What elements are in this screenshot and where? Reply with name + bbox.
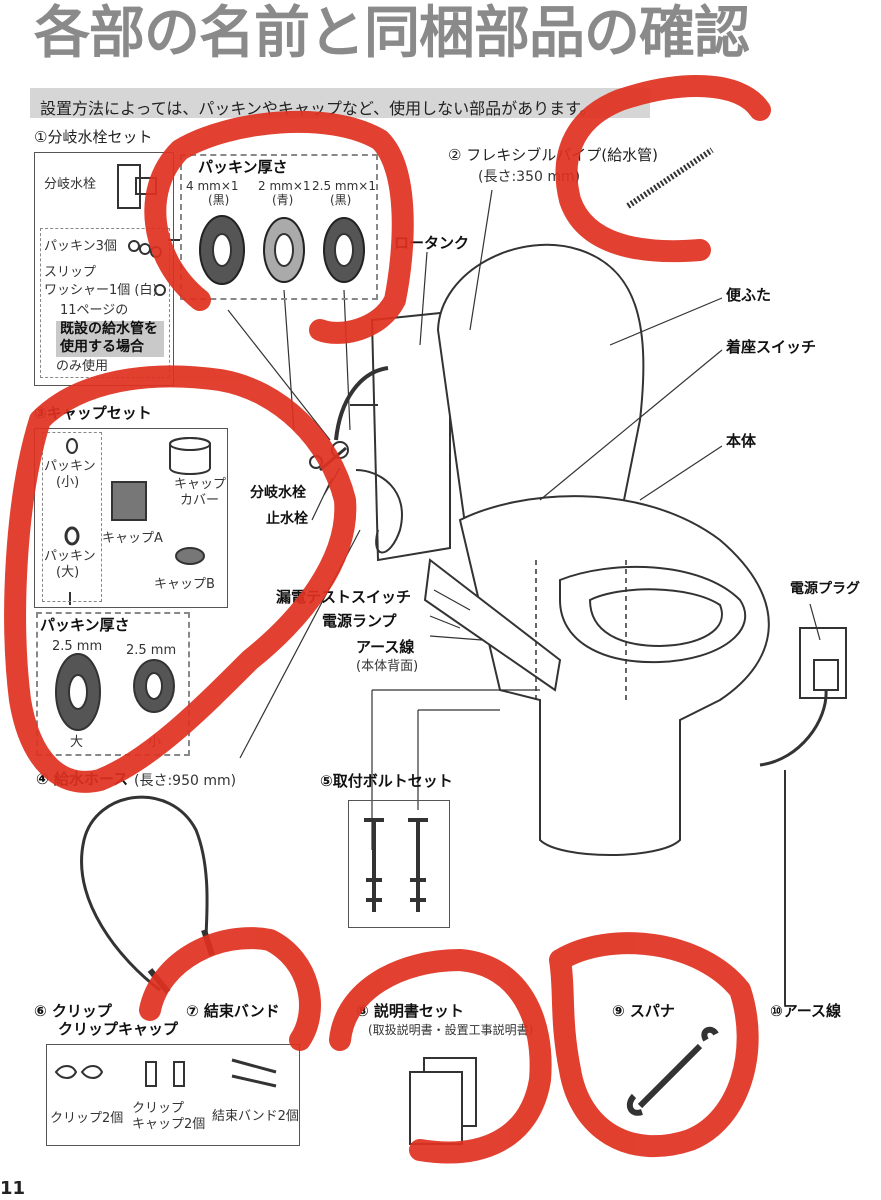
note-highlight bbox=[56, 321, 164, 357]
section6-box bbox=[46, 1044, 300, 1146]
section1-heading: ①分岐水栓セット bbox=[34, 128, 153, 146]
callout-stop-valve: 止水栓 bbox=[266, 511, 308, 527]
section6-heading-2: クリップキャップ bbox=[58, 1020, 179, 1038]
low-tank-drawing bbox=[370, 310, 451, 562]
cap-b-label: キャップB bbox=[154, 577, 215, 592]
thickness-large-size: 2.5 mm bbox=[52, 639, 103, 654]
slip-washer-label-2: ワッシャー1個 (白) bbox=[44, 283, 158, 298]
cap-a-drawing bbox=[111, 481, 147, 521]
bolt-drawing-2 bbox=[408, 818, 428, 912]
packing-3-size: 2.5 mm×1 bbox=[312, 179, 376, 193]
section1-thickness-title: パッキン厚さ bbox=[198, 158, 288, 176]
clip-caps-label-2: キャップ2個 bbox=[132, 1117, 206, 1132]
cap-cover-label-1: キャップ bbox=[174, 477, 227, 492]
lid-drawing bbox=[436, 243, 645, 562]
packing-1-size: 4 mm×1 bbox=[186, 179, 239, 193]
branch-valve-label: 分岐水栓 bbox=[44, 177, 97, 192]
section6-heading-1: ⑥ クリップ bbox=[34, 1002, 112, 1020]
callout-lid: 便ふた bbox=[726, 286, 772, 304]
page-title: 各部の名前と同梱部品の確認 bbox=[34, 1, 750, 66]
packing-2-color: (青) bbox=[272, 193, 294, 207]
annotation-circle-manual bbox=[329, 949, 552, 1164]
seat-drawing bbox=[559, 565, 747, 664]
section9-heading: ⑨ スパナ bbox=[612, 1002, 675, 1020]
bolt-drawing-1 bbox=[364, 818, 384, 912]
bands-label: 結束バンド2個 bbox=[212, 1109, 299, 1124]
callout-power-lamp: 電源ランプ bbox=[322, 612, 397, 630]
control-panel-drawing bbox=[423, 558, 562, 692]
callout-power-plug: 電源プラグ bbox=[790, 581, 860, 597]
section3-thickness-title: パッキン厚さ bbox=[40, 616, 130, 634]
section4-length: (長さ:950 mm) bbox=[134, 773, 237, 789]
section5-heading: ⑤取付ボルトセット bbox=[320, 772, 453, 790]
note-line-4: のみ使用 bbox=[56, 359, 109, 374]
packing-3-color: (黒) bbox=[330, 193, 352, 207]
packing-1-color: (黒) bbox=[208, 193, 230, 207]
section10-heading: ⑩アース線 bbox=[770, 1002, 842, 1020]
callout-branch-valve: 分岐水栓 bbox=[250, 485, 306, 501]
cap-b-drawing bbox=[175, 547, 205, 565]
hose-drawing bbox=[80, 795, 209, 992]
section3-thickness-box bbox=[36, 612, 190, 756]
annotation-circle-packings bbox=[144, 110, 414, 344]
packing3-label: パッキン3個 bbox=[44, 239, 117, 254]
section1-thickness-box bbox=[180, 154, 378, 300]
section5-box bbox=[348, 800, 450, 928]
manual-drawing-front bbox=[409, 1071, 463, 1145]
annotation-circle-cap-set bbox=[4, 365, 357, 793]
section8-heading: ⑧ 説明書セット bbox=[356, 1002, 464, 1020]
section8-sub: (取扱説明書・設置工事説明書) bbox=[368, 1023, 534, 1037]
callout-seat-switch: 着座スイッチ bbox=[726, 338, 817, 356]
section2-heading: ② フレキシブルパイプ(給水管) bbox=[448, 146, 658, 164]
note-line-2: 既設の給水管を bbox=[60, 321, 158, 337]
thickness-small-size: 2.5 mm bbox=[126, 643, 177, 658]
note-line-1: 11ページの bbox=[60, 303, 129, 318]
cap-cover-label-2: カバー bbox=[180, 493, 220, 508]
packing-small-label-2: (小) bbox=[56, 475, 80, 490]
notice-text: 設置方法によっては、パッキンやキャップなど、使用しない部品があります。 bbox=[40, 99, 596, 118]
callout-body: 本体 bbox=[726, 432, 757, 450]
clip-caps-label-1: クリップ bbox=[132, 1101, 185, 1116]
clips-label: クリップ2個 bbox=[50, 1111, 124, 1126]
page-number: 11 bbox=[0, 1178, 26, 1199]
cap-a-label: キャップA bbox=[102, 531, 163, 546]
packing-large-label-1: パッキン bbox=[44, 549, 96, 564]
thickness-large-name: 大 bbox=[70, 735, 84, 750]
section3-box bbox=[34, 428, 228, 608]
section2-length: (長さ:350 mm) bbox=[478, 169, 581, 185]
packing-large-label-2: (大) bbox=[56, 565, 80, 580]
annotation-circle-spanner bbox=[549, 932, 759, 1158]
spanner-drawing bbox=[626, 1026, 719, 1116]
packing-small-label-1: パッキン bbox=[44, 459, 96, 474]
section7-heading: ⑦ 結束バンド bbox=[186, 1002, 280, 1020]
annotation-circle-band bbox=[139, 927, 321, 1051]
section3-inner-dashed bbox=[42, 432, 102, 602]
notice-banner: 設置方法によっては、パッキンやキャップなど、使用しない部品があります。 bbox=[30, 88, 650, 118]
packing-2-size: 2 mm×1 bbox=[258, 179, 311, 193]
slip-washer-label-1: スリップ bbox=[44, 265, 97, 280]
note-line-3: 使用する場合 bbox=[60, 339, 144, 355]
callout-earth-wire: アース線 bbox=[356, 638, 415, 656]
annotation-circle-pipe bbox=[555, 75, 771, 263]
callout-earth-wire-sub: (本体背面) bbox=[356, 659, 419, 674]
item2-pipe-drawing bbox=[626, 147, 714, 209]
flex-pipe-drawing bbox=[334, 366, 389, 441]
